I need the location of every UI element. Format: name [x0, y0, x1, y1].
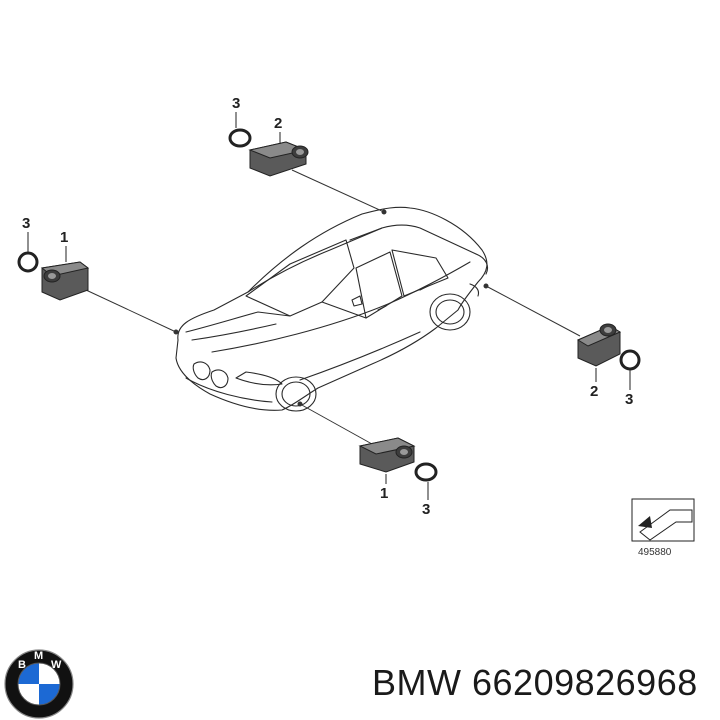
car-outline [175, 206, 489, 412]
sensor-left [40, 261, 90, 301]
brand-name: BMW [372, 662, 462, 703]
right-sensor-group: 2 3 [576, 323, 641, 408]
logo-letter-w: W [51, 659, 62, 671]
left-sensor-group: 3 1 [17, 215, 90, 301]
callout-right-seal: 3 [625, 391, 633, 408]
callout-top-seal: 3 [232, 95, 240, 112]
sensor-top [248, 141, 309, 177]
callout-bottom-sensor: 1 [380, 485, 388, 502]
seal-right [619, 349, 641, 371]
callout-left-seal: 3 [22, 215, 30, 232]
logo-letter-b: B [18, 659, 26, 671]
part-number: 66209826968 [472, 662, 698, 703]
seal-bottom [414, 462, 438, 482]
seal-left [17, 251, 39, 273]
diagram-number: 495880 [638, 547, 672, 558]
seal-top [228, 128, 252, 148]
top-sensor-group: 3 2 [228, 95, 309, 177]
sensor-bottom [358, 437, 416, 473]
leader-lines [85, 169, 581, 445]
callout-right-sensor: 2 [590, 383, 598, 400]
bmw-logo: B M W [4, 649, 74, 719]
diagram-reference: 495880 [631, 498, 695, 558]
callout-left-sensor: 1 [60, 229, 68, 246]
logo-letter-m: M [34, 650, 43, 662]
callout-top-sensor: 2 [274, 115, 282, 132]
sensor-right [576, 323, 622, 367]
callout-bottom-seal: 3 [422, 501, 430, 518]
part-caption: BMW 66209826968 [372, 662, 698, 704]
bottom-sensor-group: 1 3 [358, 437, 438, 518]
